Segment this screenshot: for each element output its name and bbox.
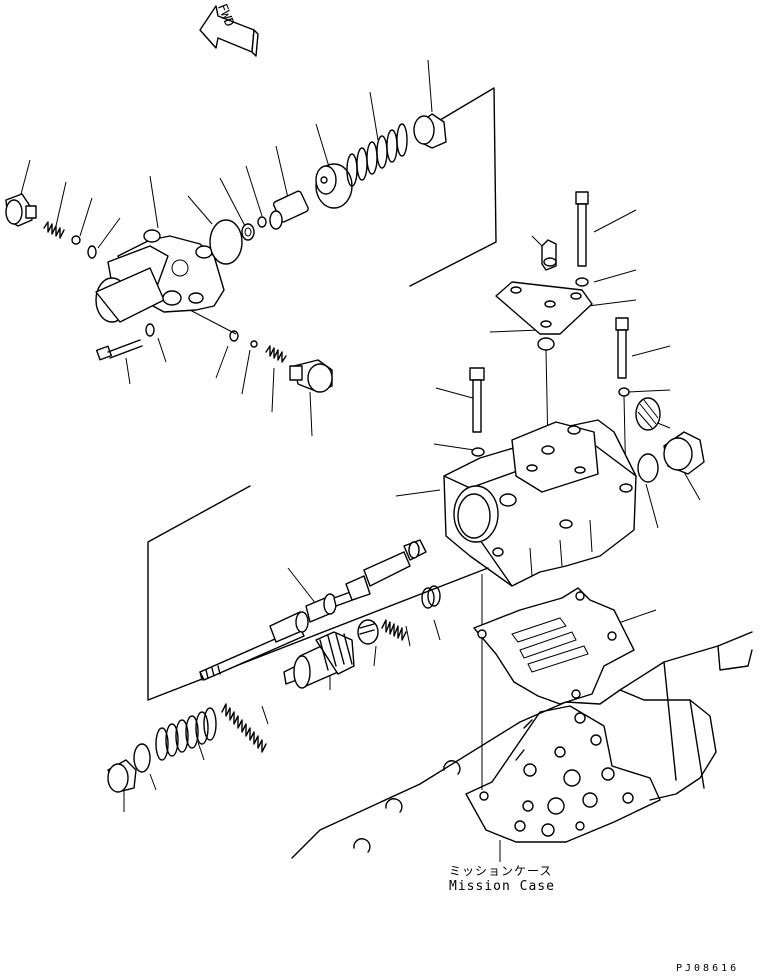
spring-spool-right	[422, 586, 440, 608]
end-cap-lower	[108, 760, 136, 792]
grease-nipple	[542, 240, 556, 270]
fwd-arrow-icon	[200, 6, 258, 56]
seat-disc	[316, 164, 352, 208]
washer-right	[576, 278, 588, 286]
mission-case	[292, 632, 752, 858]
spring-lower-long	[222, 704, 266, 752]
plug-lower	[290, 360, 332, 392]
gasket	[474, 588, 634, 704]
right-leader-lines	[396, 210, 700, 628]
o-ring-lower	[134, 744, 150, 772]
bolt-cover	[97, 340, 142, 360]
mission-case-label-japanese: ミッションケース	[449, 864, 553, 878]
ball-lower	[251, 341, 257, 347]
leader-cover-seal	[190, 310, 236, 334]
mission-case-label-english: Mission Case	[449, 879, 555, 894]
upper-leader-lines	[20, 60, 432, 436]
piston-small	[270, 190, 309, 229]
bolt-body-left	[470, 368, 484, 432]
seal-small	[88, 246, 96, 258]
plug-left	[6, 194, 36, 226]
end-cap-upper	[414, 114, 446, 148]
small-spring	[44, 222, 64, 238]
spring-lower-small	[266, 346, 286, 362]
washer-cover	[146, 324, 154, 336]
main-spool	[200, 540, 426, 680]
snap-ring	[258, 217, 266, 227]
valve-body	[444, 420, 636, 586]
upper-bracket-line	[410, 88, 496, 286]
spool-leader-lines	[124, 568, 440, 812]
plug-right	[664, 432, 704, 474]
cover-housing	[96, 230, 224, 322]
ball	[72, 236, 80, 244]
lower-bracket-line	[148, 486, 488, 700]
o-ring-right	[638, 454, 658, 482]
strainer	[636, 398, 660, 430]
washer-body-left	[472, 448, 484, 456]
triangular-plate	[496, 282, 592, 334]
secondary-spool	[284, 632, 354, 688]
bolt-long-upper	[576, 192, 588, 266]
large-spring-upper	[347, 124, 407, 186]
spring-lower-large	[156, 708, 216, 760]
oval-seal	[538, 338, 554, 350]
part-code: PJ08616	[676, 963, 740, 974]
retainer-spool	[358, 620, 378, 644]
nut-upper	[242, 224, 254, 240]
bolt-mid-right	[616, 318, 628, 378]
o-ring-upper	[210, 220, 242, 264]
washer-mid-right	[619, 388, 629, 396]
spring-spool-small	[382, 620, 406, 640]
